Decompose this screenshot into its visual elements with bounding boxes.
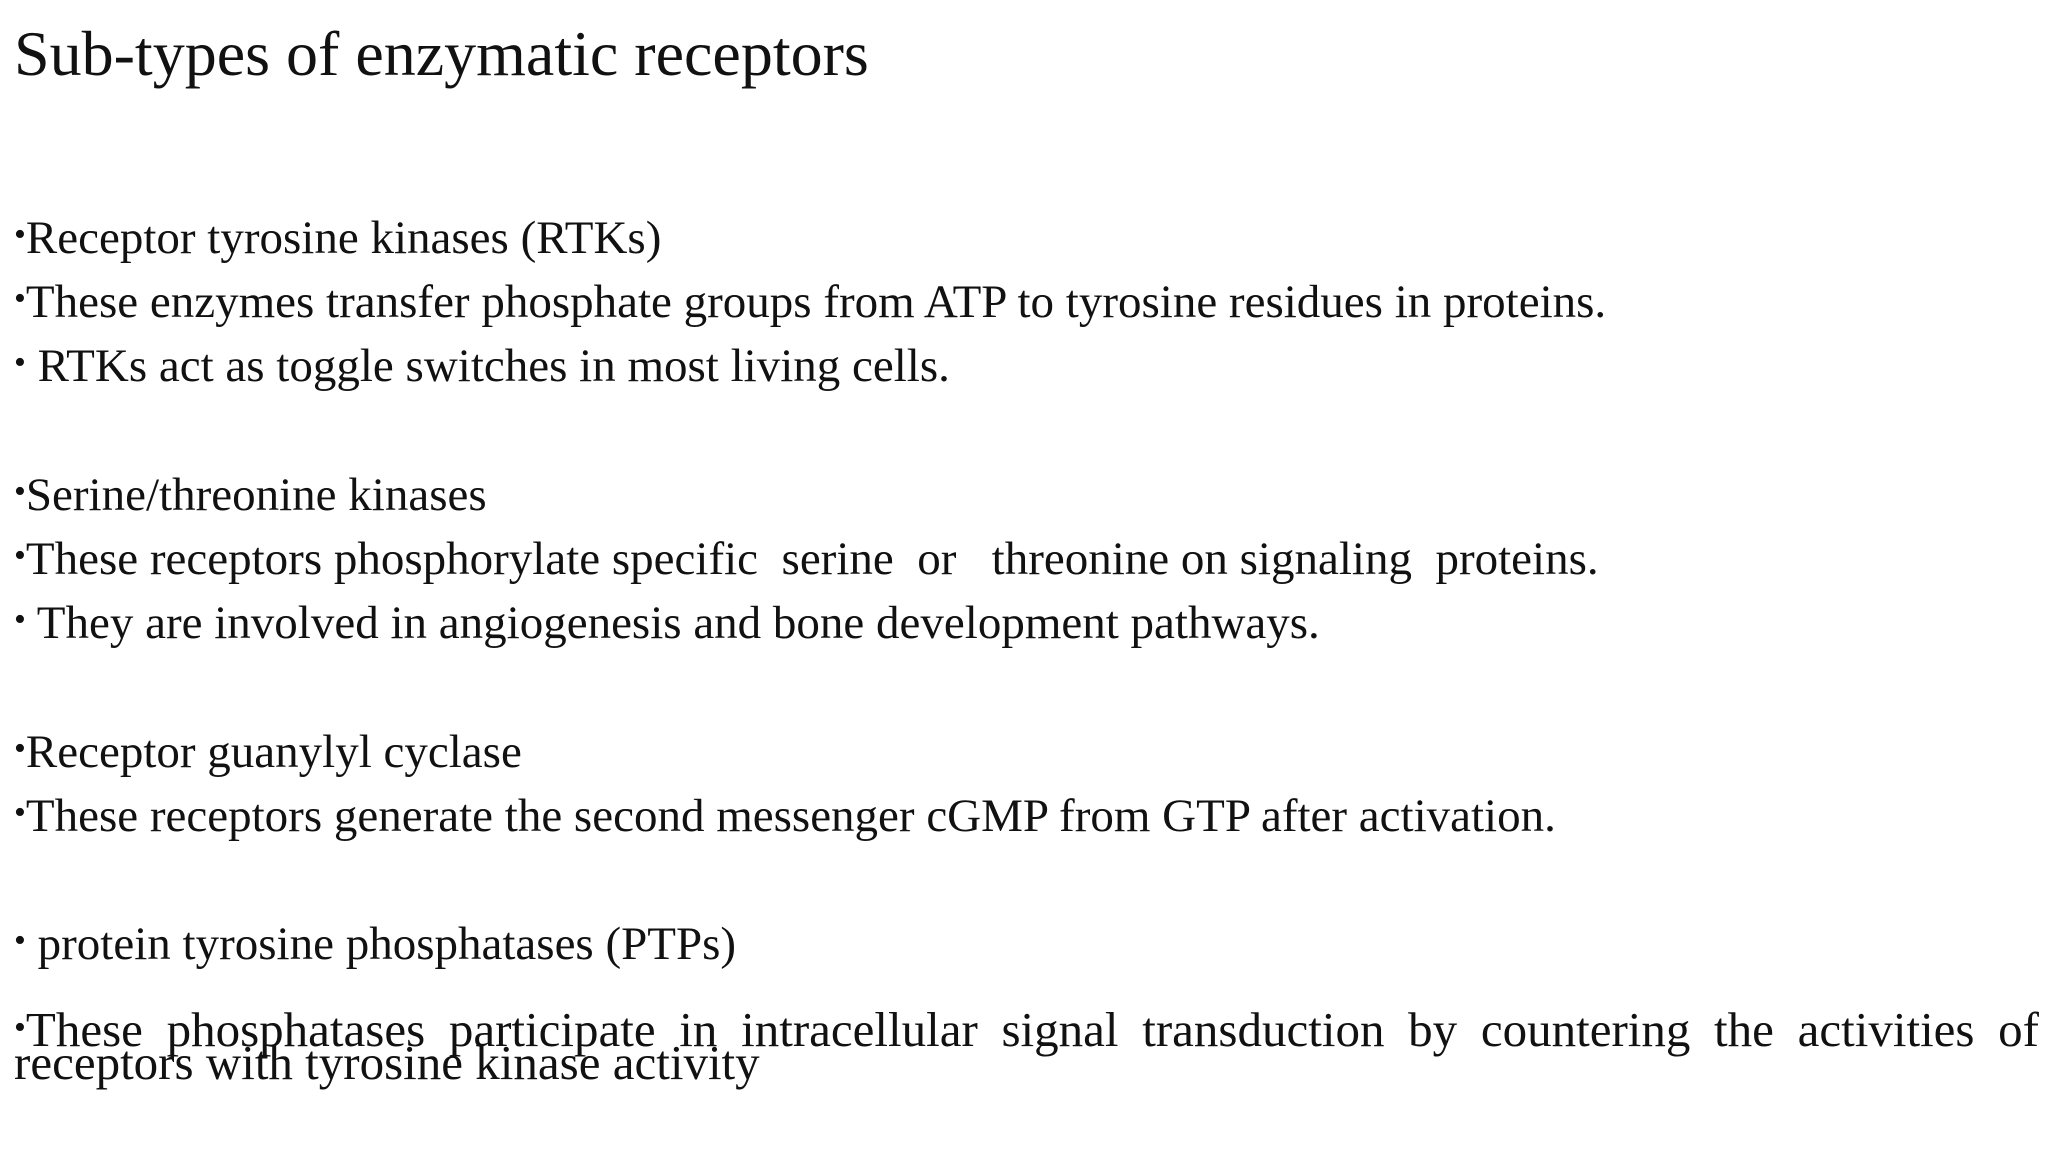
bullet-text: They are involved in angiogenesis and bo… (25, 597, 1320, 649)
bullet-line-serine-description: •These receptors phosphorylate specific … (14, 528, 1599, 587)
bullet-text: Serine/threonine kinases (25, 469, 487, 521)
bullet-line-rtk-heading: •Receptor tyrosine kinases (RTKs) (14, 207, 661, 266)
bullet-text: Receptor tyrosine kinases (RTKs) (25, 212, 662, 264)
bullet-text: These enzymes transfer phosphate groups … (25, 276, 1607, 328)
bullet-text: Receptor guanylyl cyclase (25, 726, 522, 778)
bullet-text: RTKs act as toggle switches in most livi… (25, 340, 950, 392)
bullet-line-guanylyl-description: •These receptors generate the second mes… (14, 785, 1556, 844)
bullet-line-ptp-description: •These phosphatases participate in intra… (14, 1005, 2039, 1087)
bullet-glyph: • (14, 537, 26, 574)
bullet-line-rtk-role: • RTKs act as toggle switches in most li… (14, 335, 950, 394)
bullet-glyph: • (14, 922, 26, 959)
bullet-line-ptp-heading: • protein tyrosine phosphatases (PTPs) (14, 913, 736, 972)
bullet-glyph: • (14, 473, 26, 510)
bullet-line-serine-role: • They are involved in angiogenesis and … (14, 592, 1320, 651)
bullet-glyph: • (14, 216, 26, 253)
bullet-glyph: • (14, 601, 26, 638)
bullet-glyph: • (14, 280, 26, 317)
bullet-glyph: • (14, 794, 26, 831)
bullet-line-rtk-description: •These enzymes transfer phosphate groups… (14, 271, 1606, 330)
bullet-glyph: • (14, 730, 26, 767)
bullet-line-guanylyl-heading: •Receptor guanylyl cyclase (14, 721, 522, 780)
bullet-glyph: • (14, 344, 26, 381)
bullet-line-serine-heading: •Serine/threonine kinases (14, 464, 487, 523)
bullet-text: protein tyrosine phosphatases (PTPs) (25, 918, 737, 970)
bullet-text: These receptors generate the second mess… (25, 790, 1556, 842)
bullet-text: These receptors phosphorylate specific s… (25, 533, 1599, 585)
bullet-text: These phosphatases participate in intrac… (14, 1002, 2039, 1090)
slide-title: Sub-types of enzymatic receptors (14, 18, 869, 89)
bullet-glyph: • (14, 1009, 26, 1046)
